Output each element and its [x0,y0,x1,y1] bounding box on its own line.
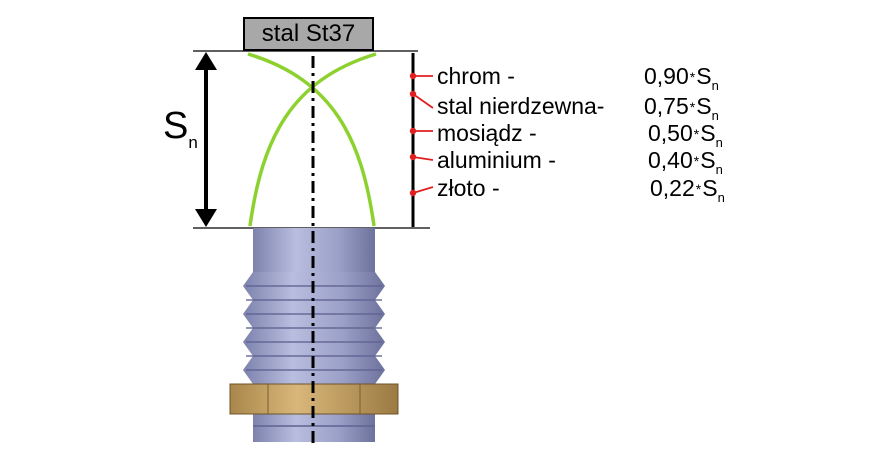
material-name-mosiadz: mosiądz - [437,120,537,146]
factor-chrom: 0,90*Sn [644,63,719,93]
sn-main: S [163,105,189,147]
factor-aluminium: 0,40*Sn [648,147,723,177]
factor-mosiadz: 0,50*Sn [648,120,723,150]
sn-sub: n [188,133,198,152]
material-name-zloto: złoto - [437,175,500,201]
sn-dimension-arrow [195,52,217,227]
material-name-chrom: chrom - [437,63,515,89]
material-name-stal-nierdzewna: stal nierdzewna- [437,93,605,119]
material-name-aluminium: aluminium - [437,147,556,173]
factor-zloto: 0,22*Sn [650,175,725,205]
sensor-body [243,228,385,442]
marker-leaders [412,75,434,194]
detection-curve-left [248,52,377,227]
target-material-label: stal St37 [243,17,374,51]
detection-curve-right [247,52,376,227]
sn-label: Sn [163,106,198,163]
factor-stal-nierdzewna: 0,75*Sn [644,93,719,123]
